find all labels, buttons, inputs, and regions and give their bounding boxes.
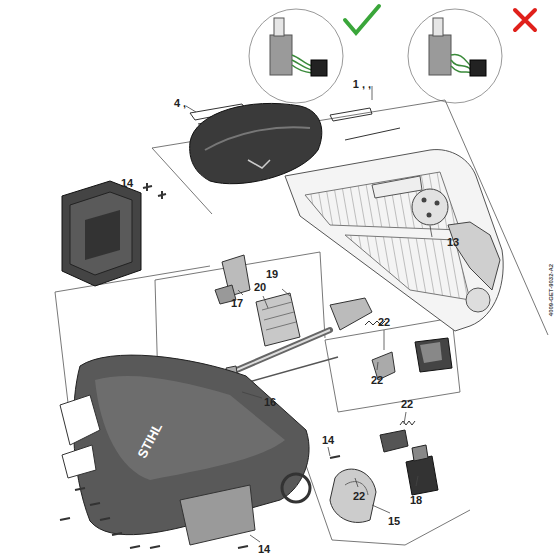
callout-number: 4 , — [174, 98, 186, 109]
callout-number: 13 — [447, 237, 459, 248]
callout-number: 1 , , — [353, 79, 371, 90]
callout-number: 19 — [266, 269, 278, 280]
handle-frame — [285, 150, 503, 331]
callout-number: 14 — [121, 178, 133, 189]
callout-number: 22 — [353, 491, 365, 502]
leader-line — [186, 86, 432, 542]
group-bracket — [55, 100, 548, 545]
callout-number: 18 — [410, 495, 422, 506]
trigger-parts — [330, 298, 452, 522]
callout-number: 22 — [371, 375, 383, 386]
callout-number: 15 — [388, 516, 400, 527]
callout-number: 14 — [322, 435, 334, 446]
callout-number: 17 — [231, 298, 243, 309]
callout-number: 22 — [401, 399, 413, 410]
end-cap — [62, 181, 166, 286]
seal-disc — [412, 189, 448, 225]
callout-number: 22 — [378, 317, 390, 328]
callout-number: 14 — [258, 544, 270, 555]
drawing-code: 4009-GET-9032-A2 — [548, 264, 554, 316]
screw — [60, 456, 340, 548]
callout-number: 20 — [254, 282, 266, 293]
callout-number: 16 — [264, 397, 276, 408]
lower-housing — [60, 355, 310, 545]
connector-inset — [249, 6, 535, 103]
side-cover — [448, 222, 500, 290]
